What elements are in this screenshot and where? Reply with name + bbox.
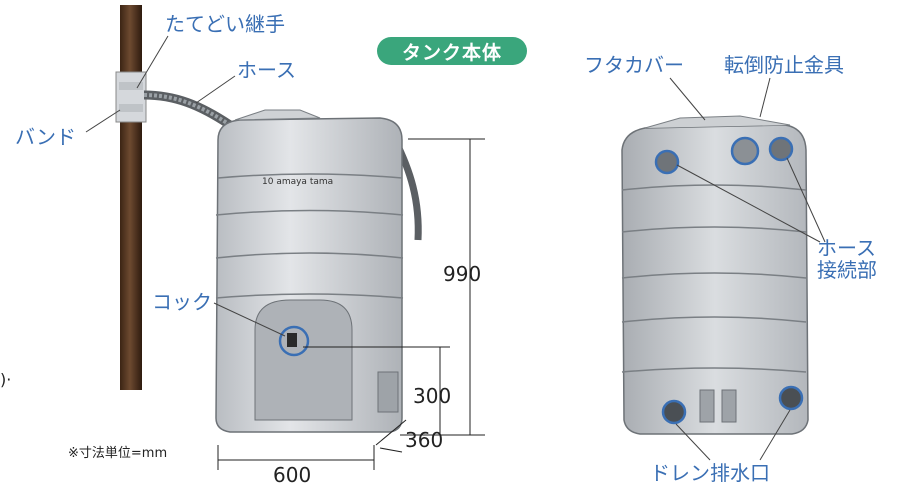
drain-label: ドレン排水口	[650, 461, 770, 485]
cock-icon	[287, 333, 297, 347]
cock-highlight	[278, 325, 310, 357]
svg-text:10 amaya tama: 10 amaya tama	[262, 177, 333, 187]
joint-label: たてどい継手	[165, 12, 285, 36]
hose-connector-label-1: ホース	[817, 236, 876, 260]
dimension-width: 600	[273, 463, 312, 487]
hose-label: ホース	[237, 58, 296, 82]
drain-left	[661, 399, 687, 425]
hose-connector-right	[768, 136, 794, 162]
left-edge-fragment: )·	[0, 370, 12, 389]
dimension-depth: 360	[405, 428, 444, 452]
dimension-cock-height: 300	[413, 384, 452, 408]
downpipe	[115, 5, 147, 390]
band-label: バンド	[15, 125, 76, 149]
tip-guard-highlight	[730, 136, 760, 166]
right-tank	[621, 115, 809, 435]
leader-lines	[85, 35, 826, 461]
tank-body-badge: タンク本体	[377, 37, 527, 65]
unit-note: ※寸法単位=mm	[68, 446, 168, 461]
cock-label: コック	[152, 290, 212, 314]
dimension-lines	[217, 138, 485, 470]
left-tank: 10 amaya tama	[215, 109, 404, 433]
hose-connector-label-2: 接続部	[817, 258, 877, 282]
dimension-height: 990	[443, 262, 482, 286]
tip-guard-label: 転倒防止金具	[724, 53, 844, 77]
drain-right	[778, 385, 804, 411]
hose-connector-left	[654, 149, 680, 175]
lid-cover-label: フタカバー	[584, 53, 684, 77]
